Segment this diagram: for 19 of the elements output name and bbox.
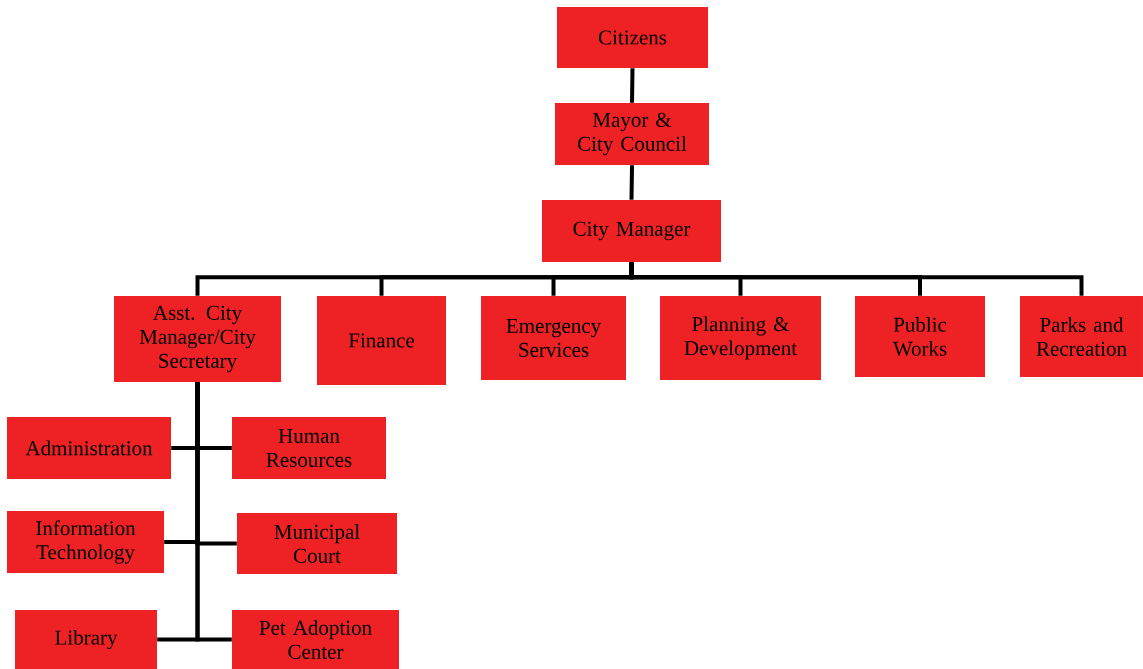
org-box: Municipal Court — [237, 513, 397, 574]
org-box: Administration — [7, 417, 171, 479]
org-box: City Manager — [542, 200, 721, 262]
connector-line — [195, 382, 232, 642]
org-box: Library — [15, 610, 157, 669]
connector-line — [629, 262, 1084, 296]
org-box: Mayor & City Council — [555, 103, 709, 165]
org-box: Public Works — [855, 296, 985, 377]
org-box: Information Technology — [7, 511, 164, 573]
org-box: Citizens — [557, 7, 708, 68]
org-box: Asst. City Manager/City Secretary — [114, 296, 281, 382]
connector-line — [629, 165, 634, 200]
org-box: Pet Adoption Center — [232, 610, 399, 669]
org-box: Emergency Services — [481, 296, 626, 380]
connector-line — [630, 68, 635, 103]
org-box: Parks and Recreation — [1020, 296, 1143, 377]
org-box: Planning & Development — [660, 296, 821, 380]
org-box: Finance — [317, 296, 446, 385]
org-box: Human Resources — [232, 417, 386, 479]
